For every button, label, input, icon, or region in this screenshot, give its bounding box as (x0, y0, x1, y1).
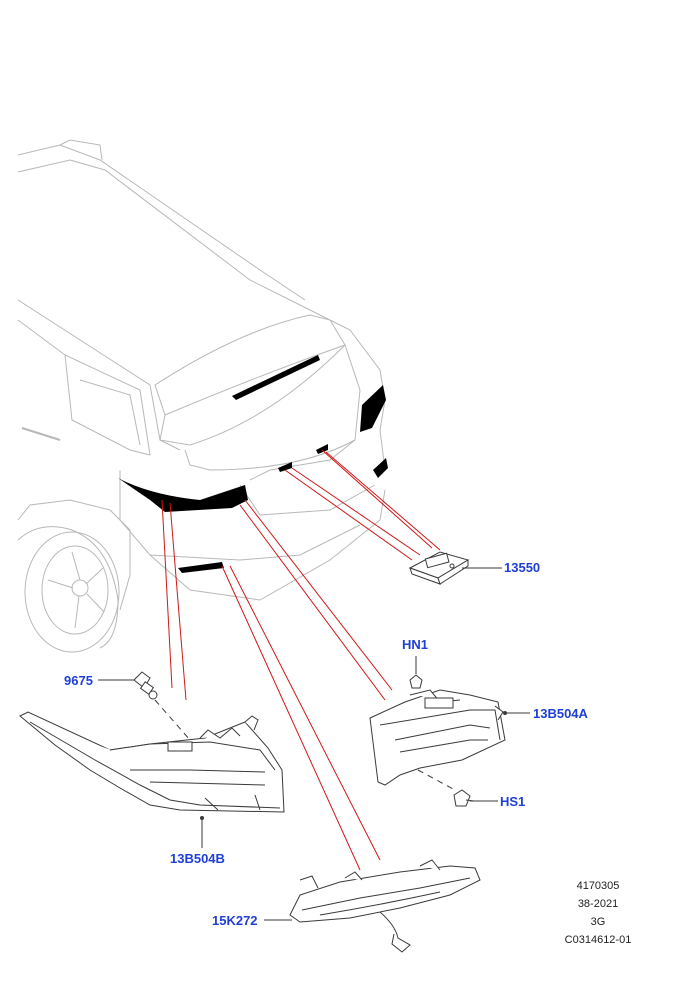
right-rear-lamp (369, 689, 506, 786)
license-plate-lamp (408, 551, 470, 585)
vehicle-rear-outline (17, 139, 386, 653)
part-label-HS1: HS1 (500, 794, 526, 809)
reference-number-3: 3G (590, 916, 606, 928)
part-label-13550: 13550 (504, 560, 541, 575)
leader-lines (161, 449, 441, 871)
reference-number-1: 4170305 (576, 880, 620, 892)
part-label-HN1: HN1 (402, 637, 429, 652)
left-rear-lamp (19, 711, 285, 813)
part-label-13B504B: 13B504B (170, 851, 225, 866)
part-label-15K272: 15K272 (212, 913, 258, 928)
reference-number-4: C0314612-01 (564, 934, 632, 946)
bulb-holder (133, 671, 158, 700)
vehicle-lamp-highlights (118, 355, 388, 573)
nut (409, 674, 423, 689)
screw-assembly-path (417, 769, 456, 791)
part-label-9675: 9675 (64, 673, 93, 688)
screw (453, 789, 475, 807)
bulb-holder-assembly-path (154, 699, 191, 741)
rear-reflex-lamp (289, 859, 481, 953)
reference-number-2: 38-2021 (577, 898, 619, 910)
part-label-13B504A: 13B504A (533, 706, 588, 721)
